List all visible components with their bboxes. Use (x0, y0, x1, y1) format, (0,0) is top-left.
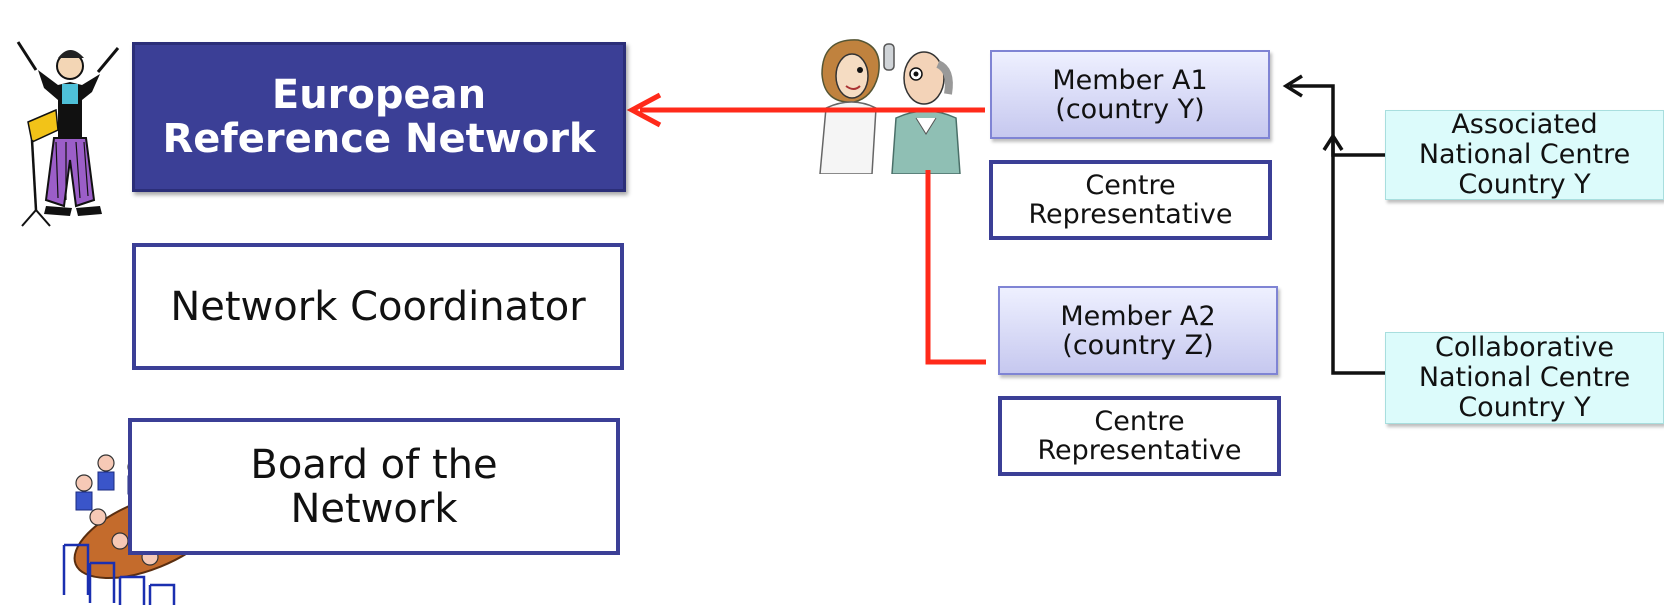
red-arrowhead (626, 92, 662, 128)
member-a1-line1: Member A1 (1052, 64, 1208, 96)
collaborative-line2: National Centre (1418, 362, 1631, 393)
rep1-line2: Representative (1028, 199, 1233, 230)
board-line1: Board of the (250, 441, 498, 488)
erp-line2: Reference Network (162, 116, 596, 162)
network-coordinator-box: Network Coordinator (132, 243, 624, 370)
collaborative-national-centre-box: Collaborative National Centre Country Y (1385, 332, 1664, 424)
rep1-line1: Centre (1085, 170, 1176, 201)
doctors-icon (819, 39, 961, 174)
conductor-icon (16, 41, 120, 227)
member-a1-box: Member A1 (country Y) (990, 50, 1270, 139)
board-box: Board of the Network (128, 418, 620, 555)
board-line2: Network (290, 485, 458, 532)
rep2-line1: Centre (1094, 406, 1185, 437)
centre-representative-box-2: Centre Representative (998, 396, 1281, 476)
black-link-associated (1290, 84, 1385, 157)
coordinator-label: Network Coordinator (170, 283, 586, 330)
centre-representative-box-1: Centre Representative (989, 160, 1272, 240)
black-arrowhead-a1 (1282, 74, 1303, 98)
black-arrowhead-up (1322, 132, 1344, 151)
member-a2-line2: (country Z) (1062, 329, 1214, 361)
european-reference-network-box: European Reference Network (132, 42, 626, 192)
black-link-collaborative (1331, 140, 1385, 375)
associated-national-centre-box: Associated National Centre Country Y (1385, 110, 1664, 200)
member-a1-line2: (country Y) (1055, 93, 1205, 125)
collaborative-line3: Country Y (1458, 392, 1591, 423)
member-a2-line1: Member A2 (1060, 300, 1216, 332)
erp-line1: European (271, 72, 487, 118)
associated-line2: National Centre (1418, 139, 1631, 170)
rep2-line2: Representative (1037, 435, 1242, 466)
collaborative-line1: Collaborative (1435, 332, 1614, 363)
associated-line3: Country Y (1458, 169, 1591, 200)
associated-line1: Associated (1451, 109, 1598, 140)
red-link-to-a2 (925, 170, 986, 365)
member-a2-box: Member A2 (country Z) (998, 286, 1278, 375)
